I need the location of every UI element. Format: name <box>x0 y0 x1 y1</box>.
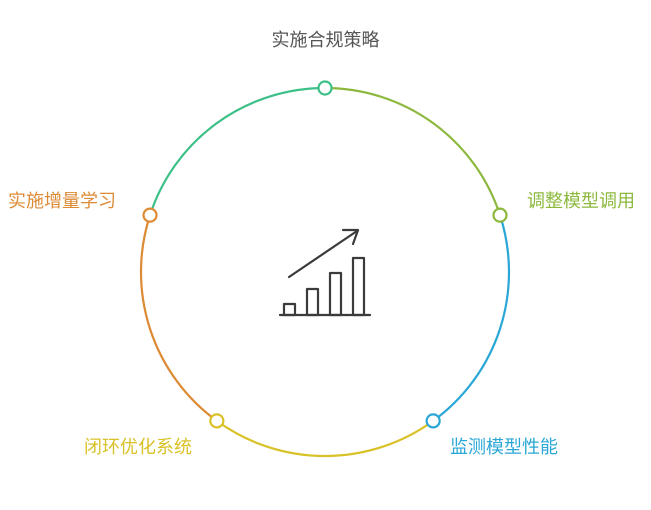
ring-segment-3 <box>216 419 434 458</box>
ring-segment-5 <box>148 86 326 216</box>
stage-label-monitor-performance: 监测模型性能 <box>450 437 558 458</box>
node-left <box>142 207 158 223</box>
stage-label-implement-compliance: 实施合规策略 <box>271 30 380 51</box>
node-right <box>492 207 508 223</box>
stage-label-adjust-model-calls: 调整模型调用 <box>527 191 635 212</box>
cycle-nodes <box>142 80 508 429</box>
ring-segment-2 <box>432 214 511 422</box>
node-bottom-left <box>209 413 225 429</box>
node-bottom-right <box>425 413 441 429</box>
stage-label-closed-loop-optimization: 闭环优化系统 <box>84 437 192 458</box>
stage-label-incremental-learning: 实施增量学习 <box>8 191 116 212</box>
bar-chart-growth-icon <box>278 228 372 317</box>
node-top <box>317 80 333 96</box>
ring-segment-4 <box>139 214 218 422</box>
ring-segment-1 <box>324 86 502 216</box>
cycle-ring <box>139 86 511 458</box>
